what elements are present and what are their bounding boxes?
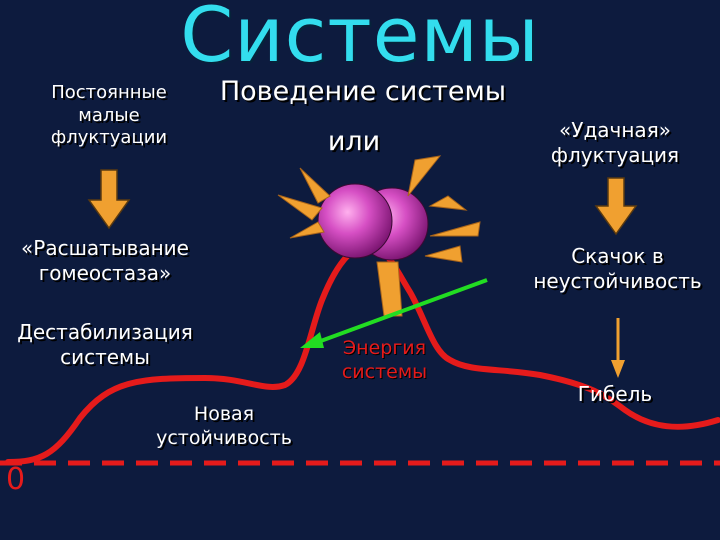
push-arrow-icon <box>289 221 325 239</box>
small-fluctuations-label: Постоянные малые флуктуации <box>50 82 168 148</box>
death-label: Гибель <box>577 382 653 406</box>
instability-jump-label: Скачок в неустойчивость <box>533 244 702 293</box>
push-arrow-icon <box>407 155 442 197</box>
push-arrow-icon <box>299 167 331 204</box>
death-arrow-icon <box>611 318 625 378</box>
push-arrow-icon <box>424 245 463 263</box>
homeostasis-label: «Расшатывание гомеостаза» <box>21 236 189 285</box>
sphere-icon <box>317 183 393 259</box>
or-label: или <box>327 126 381 157</box>
push-arrow-icon <box>376 261 403 317</box>
green-arrow-icon <box>300 278 488 348</box>
down-arrow-icon <box>87 169 131 230</box>
down-arrow-icon <box>594 177 638 236</box>
push-arrow-icon <box>429 221 481 237</box>
energy-label: Энергия системы <box>341 337 428 383</box>
lucky-fluctuation-label: «Удачная» флуктуация <box>550 118 680 167</box>
new-stability-label: Новая устойчивость <box>156 403 292 449</box>
zero-label: 0 <box>6 462 26 497</box>
push-arrow-icon <box>428 195 468 211</box>
behavior-subtitle: Поведение системы <box>219 76 507 107</box>
destabilization-label: Дестабилизация системы <box>17 320 193 369</box>
slide-title: Системы <box>180 0 540 79</box>
push-arrow-icon <box>277 194 323 221</box>
